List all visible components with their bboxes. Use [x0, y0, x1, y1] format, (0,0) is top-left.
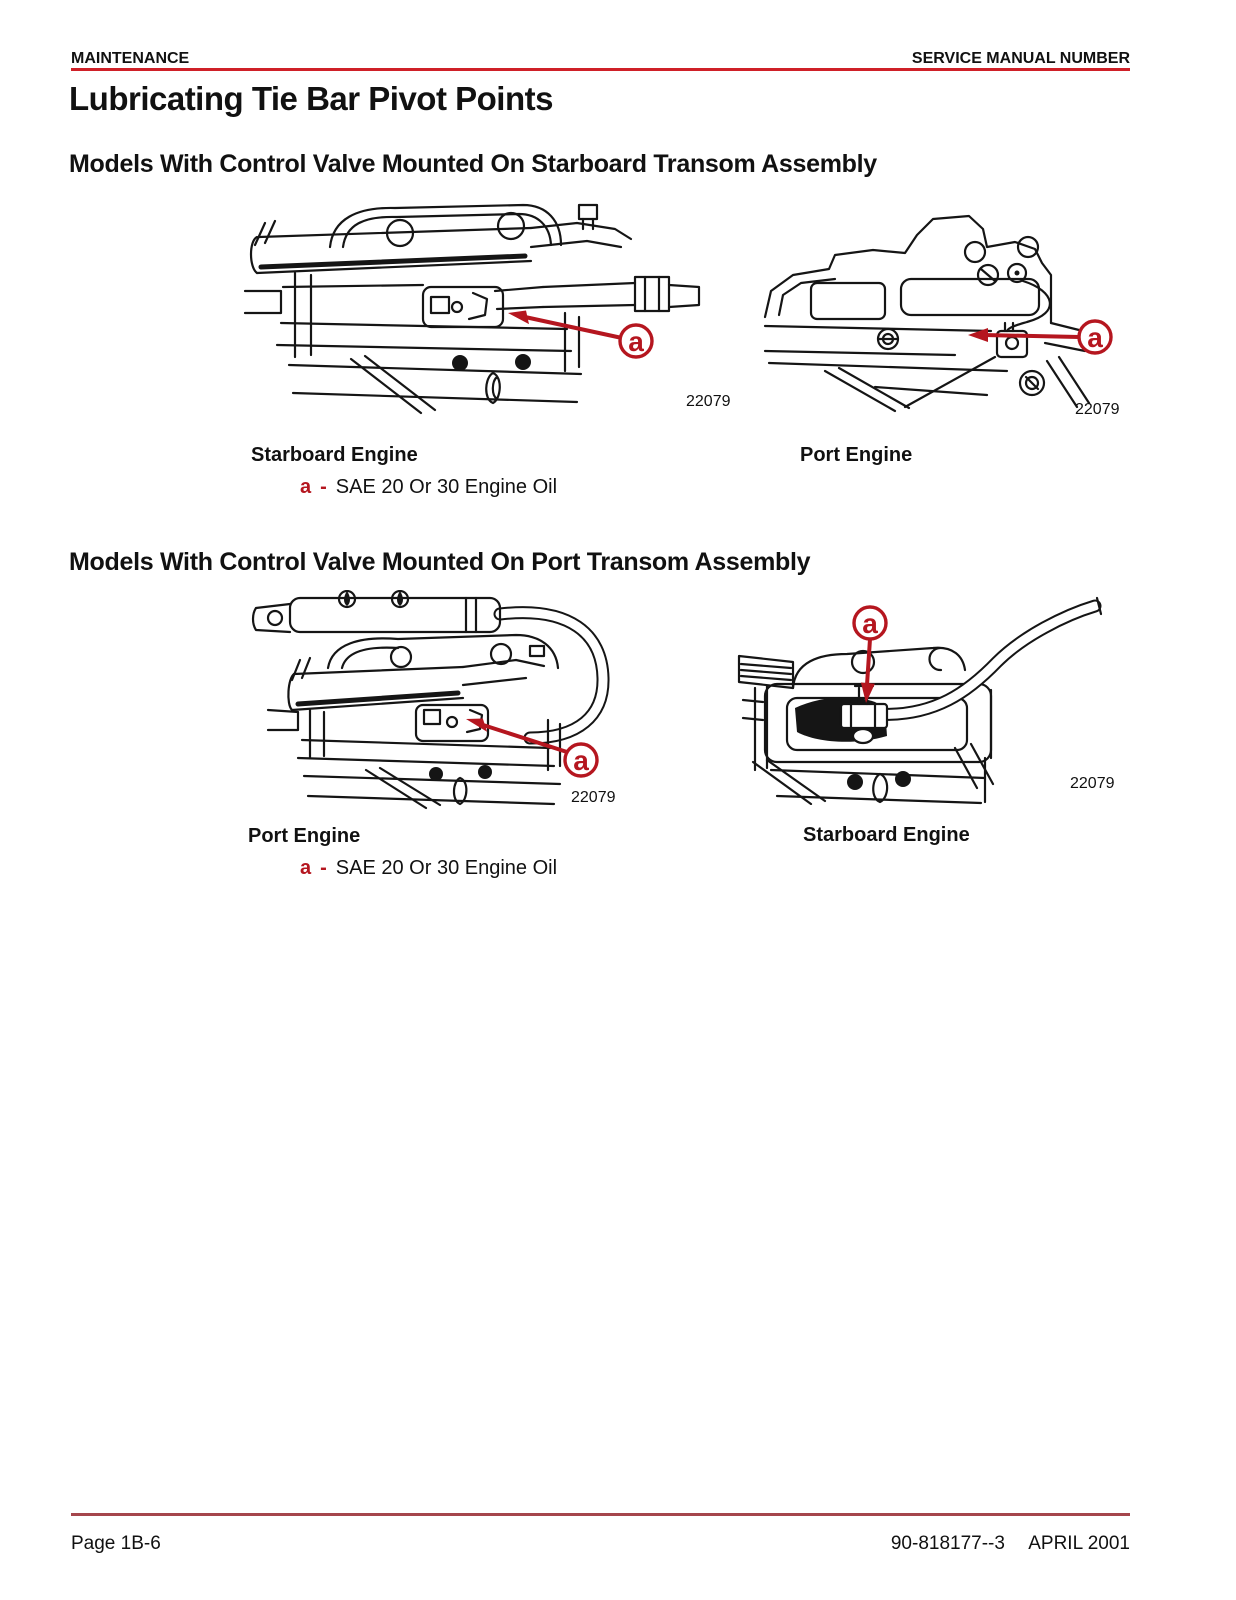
callout-circle [852, 605, 888, 641]
page-footer: Page 1B-6 90-818177--3 APRIL 2001 [71, 1533, 1130, 1555]
legend: a-SAE 20 Or 30 Engine Oil [300, 476, 557, 499]
figure-number: 22079 [571, 789, 616, 806]
tie-bar-pivot-illustration: a [243, 203, 701, 415]
figure-port-engine-1: a 22079 [755, 195, 1120, 435]
tie-bar-pivot-illustration: a [251, 590, 610, 810]
figure-number: 22079 [686, 393, 731, 410]
footer-date: APRIL 2001 [1028, 1533, 1130, 1554]
tie-bar-pivot-illustration: a [763, 214, 1113, 413]
line-art [251, 590, 610, 810]
legend-dash: - [320, 857, 327, 879]
footer-rule [71, 1513, 1130, 1516]
footer-page-number: Page 1B-6 [71, 1533, 161, 1554]
legend-key: a [300, 476, 312, 498]
callout-a: a [852, 605, 888, 703]
callout-letter: a [862, 608, 878, 639]
figure-number: 22079 [1070, 775, 1115, 792]
line-art [243, 203, 701, 415]
figure-port-engine-2: a 22079 [248, 590, 668, 815]
callout-letter: a [573, 745, 589, 776]
callout-circle [563, 742, 599, 778]
line-art [763, 214, 1093, 413]
footer-doc-number: 90-818177--3 [890, 1533, 1005, 1554]
figure-caption: Starboard Engine [251, 444, 418, 466]
figure-starboard-engine-1: a 22079 [235, 195, 735, 420]
page-header: MAINTENANCE SERVICE MANUAL NUMBER [71, 50, 1130, 68]
page-title: Lubricating Tie Bar Pivot Points [69, 80, 553, 117]
arrowhead [860, 682, 875, 703]
arrowhead [466, 718, 488, 732]
arrowhead [968, 328, 988, 342]
legend-dash: - [320, 476, 327, 498]
pointer-arrow [478, 722, 569, 754]
figure-starboard-engine-2: a 22079 [735, 590, 1120, 805]
figure-caption: Starboard Engine [803, 824, 970, 846]
callout-letter: a [628, 326, 644, 357]
legend-key: a [300, 857, 312, 879]
callout-a: a [508, 310, 654, 359]
header-right-label: SERVICE MANUAL NUMBER [911, 50, 1130, 67]
figure-caption: Port Engine [248, 825, 361, 847]
tie-bar-pivot-illustration: a [737, 596, 1103, 805]
header-rule [71, 68, 1130, 71]
section-2-heading: Models With Control Valve Mounted On Por… [69, 548, 811, 576]
pointer-arrow [523, 315, 624, 340]
legend: a-SAE 20 Or 30 Engine Oil [300, 857, 557, 880]
legend-text: SAE 20 Or 30 Engine Oil [335, 476, 558, 498]
header-left-label: MAINTENANCE [71, 50, 190, 67]
pointer-arrow [982, 333, 1081, 339]
pointer-arrow [865, 637, 872, 687]
line-art [737, 596, 1103, 805]
callout-a: a [968, 319, 1113, 355]
section-1-heading: Models With Control Valve Mounted On Sta… [69, 150, 877, 178]
footer-doc-info: 90-818177--3 APRIL 2001 [891, 1533, 1130, 1555]
figure-number: 22079 [1075, 401, 1120, 418]
callout-circle [618, 323, 654, 359]
legend-text: SAE 20 Or 30 Engine Oil [335, 857, 558, 879]
callout-circle [1077, 319, 1113, 355]
callout-a: a [466, 718, 599, 778]
arrowhead [508, 310, 529, 325]
callout-letter: a [1087, 322, 1103, 353]
figure-caption: Port Engine [800, 444, 913, 466]
